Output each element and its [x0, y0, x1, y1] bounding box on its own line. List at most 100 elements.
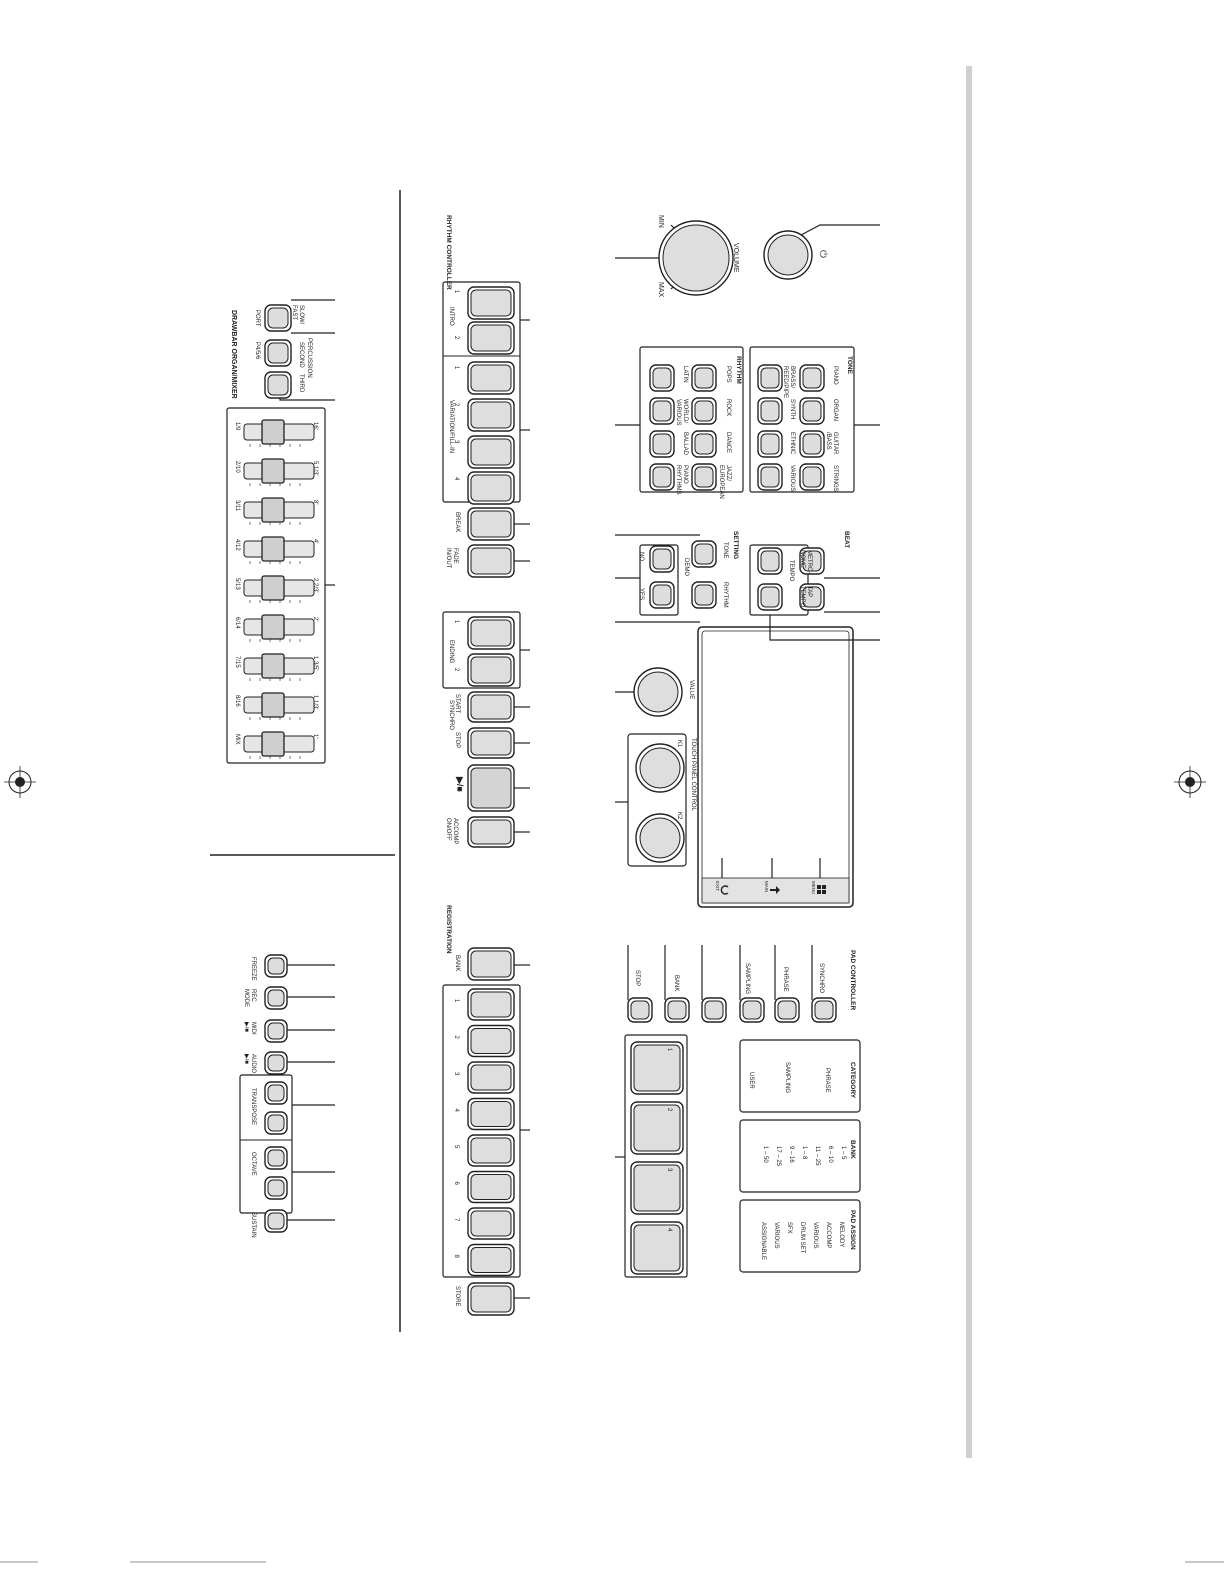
- tap-tempo-button[interactable]: [799, 583, 825, 611]
- demo-frame: [639, 544, 679, 616]
- drawbar-slider[interactable]: [261, 419, 285, 445]
- rhythm-ctrl-button-1[interactable]: [467, 286, 515, 320]
- fade-button[interactable]: [467, 544, 515, 578]
- drawbar-slider[interactable]: [261, 458, 285, 484]
- midi-button[interactable]: [264, 1019, 288, 1043]
- drawbar-slider[interactable]: [261, 536, 285, 562]
- drawbar-slider[interactable]: [261, 731, 285, 757]
- rhythm-cat-button-bottom-3[interactable]: [649, 430, 675, 458]
- tone-cat-button-top-4[interactable]: [799, 463, 825, 491]
- tone-cat-button-top-3[interactable]: [799, 430, 825, 458]
- bank-info-item: 1 – 8: [801, 1146, 807, 1160]
- rhythm-cat-button-top-4[interactable]: [691, 463, 717, 491]
- value-dial[interactable]: [633, 667, 683, 717]
- tone-cat-button-bottom-3[interactable]: [757, 430, 783, 458]
- exit-icon[interactable]: [720, 885, 729, 895]
- tempo-up-button[interactable]: [757, 583, 783, 611]
- pad-2-button[interactable]: [630, 1101, 684, 1155]
- audio-button[interactable]: [264, 1051, 288, 1075]
- second-button[interactable]: [264, 339, 292, 367]
- registration-button-5[interactable]: [467, 1134, 515, 1167]
- octave-down-button[interactable]: [264, 1146, 288, 1170]
- rhythm-ctrl-button-4[interactable]: [467, 398, 515, 432]
- sustain-button[interactable]: [264, 1209, 288, 1233]
- yes-label: YES: [638, 588, 644, 600]
- pad-bank-up-button[interactable]: [701, 997, 727, 1023]
- start-synchro-button[interactable]: [467, 691, 515, 723]
- rhythm-cat-button-bottom-2[interactable]: [649, 397, 675, 425]
- third-button[interactable]: [264, 371, 292, 399]
- drawbar-slider[interactable]: [261, 653, 285, 679]
- rhythm-cat-button-top-3[interactable]: [691, 430, 717, 458]
- store-button[interactable]: [467, 1282, 515, 1316]
- freeze-button[interactable]: [264, 954, 288, 978]
- menu-icon[interactable]: [817, 885, 826, 894]
- pad-4-button[interactable]: [630, 1221, 684, 1275]
- pad-3-button[interactable]: [630, 1161, 684, 1215]
- drawbar-slider[interactable]: [261, 692, 285, 718]
- tone-cat-button-bottom-2[interactable]: [757, 397, 783, 425]
- registration-button-7[interactable]: [467, 1207, 515, 1240]
- tone-cat-button-bottom-1[interactable]: [757, 364, 783, 392]
- ending-2-button[interactable]: [467, 653, 515, 687]
- pad-synchro-button[interactable]: [811, 997, 837, 1023]
- drawbar-footage-label: 1': [312, 734, 318, 738]
- drawbar-slider[interactable]: [261, 575, 285, 601]
- rhythm-cat-button-bottom-4[interactable]: [649, 463, 675, 491]
- pad-bank-down-button[interactable]: [664, 997, 690, 1023]
- slow-fast-button[interactable]: [264, 304, 292, 332]
- stop-button[interactable]: [467, 727, 515, 759]
- pad-assign-title: PAD ASSIGN: [849, 1210, 856, 1250]
- registration-bank-button[interactable]: [467, 947, 515, 981]
- registration-mark-right: [1174, 766, 1206, 798]
- registration-button-4[interactable]: [467, 1097, 515, 1131]
- page-edge-bar: [966, 66, 972, 1458]
- setting-yes-button[interactable]: [649, 581, 675, 609]
- drawbar-slider[interactable]: [261, 614, 285, 640]
- main-icon[interactable]: [770, 886, 780, 894]
- metronome-button[interactable]: [799, 547, 825, 575]
- registration-button-3[interactable]: [467, 1061, 515, 1094]
- octave-up-button[interactable]: [264, 1176, 288, 1200]
- setting-rhythm-button[interactable]: [691, 581, 717, 609]
- setting-no-button[interactable]: [649, 545, 675, 573]
- rhythm-cat-button-top-2[interactable]: [691, 397, 717, 425]
- registration-button-1[interactable]: [467, 988, 515, 1021]
- tone-cat-button-top-1[interactable]: [799, 364, 825, 392]
- rhythm-cat-label: WORLD/VARIOUS: [675, 399, 688, 426]
- break-button[interactable]: [467, 507, 515, 541]
- rhythm-ctrl-button-6[interactable]: [467, 471, 515, 505]
- k2-knob[interactable]: [635, 813, 685, 863]
- play-stop-button[interactable]: [467, 764, 515, 812]
- tone-cat-button-top-2[interactable]: [799, 397, 825, 425]
- touch-screen[interactable]: [697, 626, 854, 908]
- metronome-label-line: NOME: [799, 550, 805, 568]
- rhythm-ctrl-button-5[interactable]: [467, 435, 515, 469]
- leader-line: [769, 615, 880, 641]
- power-button[interactable]: [763, 230, 813, 280]
- pad-stop-button[interactable]: [627, 997, 653, 1023]
- rhythm-cat-button-bottom-1[interactable]: [649, 364, 675, 392]
- k1-knob[interactable]: [635, 743, 685, 793]
- ending-1-button[interactable]: [467, 616, 515, 650]
- pad-sampling-button[interactable]: [739, 997, 765, 1023]
- volume-knob[interactable]: [658, 220, 734, 296]
- rhythm-ctrl-button-3[interactable]: [467, 361, 515, 395]
- setting-tone-button[interactable]: [691, 540, 717, 568]
- rec-mode-button[interactable]: [264, 986, 288, 1010]
- rhythm-cat-label: JAZZ/EUROPEAN: [718, 465, 731, 499]
- drawbar-slider[interactable]: [261, 497, 285, 523]
- registration-button-2[interactable]: [467, 1024, 515, 1058]
- registration-button-6[interactable]: [467, 1170, 515, 1204]
- registration-button-8[interactable]: [467, 1243, 515, 1277]
- tempo-down-button[interactable]: [757, 547, 783, 575]
- transpose-down-button[interactable]: [264, 1081, 288, 1105]
- transpose-up-button[interactable]: [264, 1111, 288, 1135]
- rhythm-ctrl-button-2[interactable]: [467, 321, 515, 355]
- volume-max-label: MAX: [657, 282, 664, 298]
- rhythm-cat-button-top-1[interactable]: [691, 364, 717, 392]
- pad-1-button[interactable]: [630, 1041, 684, 1095]
- accomp-button[interactable]: [467, 816, 515, 848]
- tone-cat-button-bottom-4[interactable]: [757, 463, 783, 491]
- pad-phrase-button[interactable]: [774, 997, 800, 1023]
